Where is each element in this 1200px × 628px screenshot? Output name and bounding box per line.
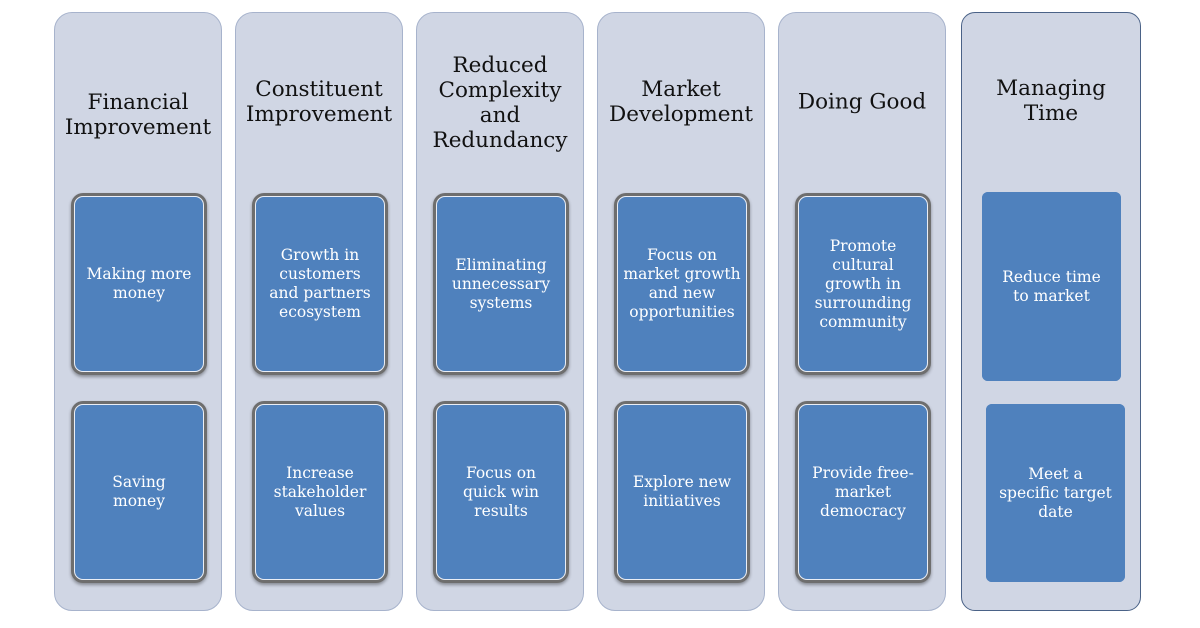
card-text-line: unnecessary xyxy=(451,274,551,293)
card-text-line: money xyxy=(113,492,165,510)
card-text-line: ecosystem xyxy=(279,303,361,321)
card-text-line: Saving xyxy=(112,473,166,491)
column-title-line: Constituent xyxy=(255,77,383,102)
column-title-line: and xyxy=(479,103,521,128)
card-meet-specific-target-date: Meet a specific target date xyxy=(986,404,1125,582)
card-eliminating-unnecessary-systems: Eliminating unnecessary systems xyxy=(433,193,569,375)
card-text-line: stakeholder xyxy=(273,482,367,501)
card-growth-in-customers: Growth in customers and partners ecosyst… xyxy=(252,193,388,375)
card-text-line: to market xyxy=(1013,286,1090,305)
card-making-more-money: Making more money xyxy=(71,193,207,375)
card-saving-money: Saving money xyxy=(71,401,207,583)
card-text-line: specific target xyxy=(999,483,1112,502)
column-constituent-improvement: Constituent Improvement Growth in custom… xyxy=(235,12,403,611)
card-promote-cultural-growth: Promote cultural growth in surrounding c… xyxy=(795,193,931,375)
card-text-line: Reduce time xyxy=(1002,267,1101,286)
card-text-line: Focus on xyxy=(465,463,537,482)
column-market-development: Market Development Focus on market growt… xyxy=(597,12,765,611)
column-title-line: Financial xyxy=(87,90,189,115)
card-text-line: Explore new xyxy=(632,473,732,491)
card-text-line: and new xyxy=(648,284,716,302)
card-text-line: Making more xyxy=(86,265,192,283)
card-text-line: community xyxy=(819,312,907,331)
column-title: Managing Time xyxy=(962,76,1140,126)
column-title-line: Development xyxy=(608,102,753,127)
column-title: Reduced Complexity and Redundancy xyxy=(417,53,583,153)
column-title: Constituent Improvement xyxy=(236,77,402,127)
card-text-line: results xyxy=(474,501,528,520)
card-text-line: Focus on xyxy=(646,246,718,264)
column-title-line: Doing Good xyxy=(797,89,927,115)
card-text-line: and partners xyxy=(269,284,371,302)
card-text-line: cultural xyxy=(832,255,894,274)
card-provide-free-market-democracy: Provide free- market democracy xyxy=(795,401,931,583)
card-explore-new-initiatives: Explore new initiatives xyxy=(614,401,750,583)
card-text-line: market growth xyxy=(623,265,741,283)
card-text-line: date xyxy=(1038,502,1073,521)
column-title-line: Managing xyxy=(996,76,1106,101)
card-text-line: market xyxy=(834,482,892,501)
card-text-line: Provide free- xyxy=(812,463,914,482)
card-reduce-time-to-market: Reduce time to market xyxy=(982,192,1121,381)
card-text-line: opportunities xyxy=(629,303,735,321)
column-managing-time: Managing Time Reduce time to market Meet… xyxy=(961,12,1141,611)
column-title-line: Improvement xyxy=(245,102,393,127)
card-increase-stakeholder-values: Increase stakeholder values xyxy=(252,401,388,583)
card-text-line: surrounding xyxy=(814,293,912,312)
column-title-line: Time xyxy=(1023,101,1079,126)
card-text-line: Meet a xyxy=(1028,464,1083,483)
card-text-line: initiatives xyxy=(643,492,721,510)
card-text-line: systems xyxy=(469,293,533,312)
card-text-line: Increase xyxy=(286,463,354,482)
column-reduced-complexity: Reduced Complexity and Redundancy Elimin… xyxy=(416,12,584,611)
column-title-line: Reduced xyxy=(452,53,548,78)
card-text-line: values xyxy=(294,501,346,520)
column-title-line: Market xyxy=(641,77,721,102)
card-text-line: Growth in xyxy=(280,246,360,264)
column-title: Doing Good xyxy=(779,90,945,115)
card-text-line: Eliminating xyxy=(455,255,547,274)
column-financial-improvement: Financial Improvement Making more money … xyxy=(54,12,222,611)
column-title-line: Complexity xyxy=(438,78,562,103)
card-text-line: quick win xyxy=(462,482,540,501)
column-doing-good: Doing Good Promote cultural growth in su… xyxy=(778,12,946,611)
card-focus-on-quick-win: Focus on quick win results xyxy=(433,401,569,583)
card-text-line: Promote xyxy=(829,236,897,255)
card-text-line: customers xyxy=(279,265,361,283)
column-title: Financial Improvement xyxy=(55,90,221,140)
column-title: Market Development xyxy=(598,77,764,127)
card-text-line: money xyxy=(113,284,165,302)
column-title-line: Improvement xyxy=(64,115,212,140)
card-focus-on-market-growth: Focus on market growth and new opportuni… xyxy=(614,193,750,375)
card-text-line: growth in xyxy=(824,274,901,293)
column-title-line: Redundancy xyxy=(432,128,568,153)
card-text-line: democracy xyxy=(820,501,906,520)
